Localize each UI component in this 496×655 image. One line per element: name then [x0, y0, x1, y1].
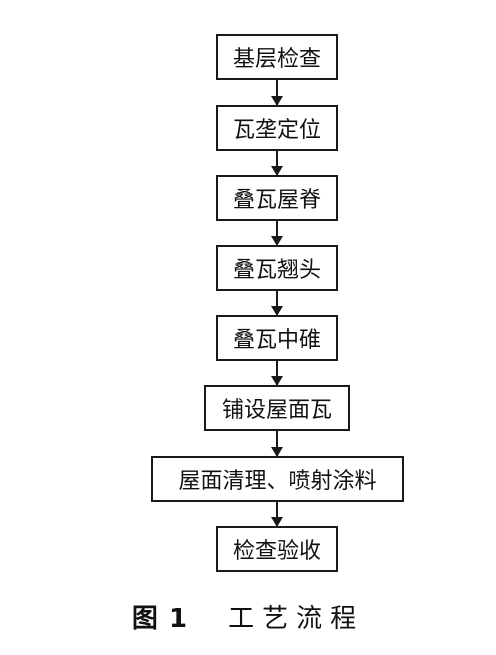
- step-clean-and-spray-coating: 屋面清理、喷射涂料: [151, 456, 404, 502]
- figure-label: 图 1: [131, 604, 189, 634]
- step-final-acceptance: 检查验收: [216, 526, 338, 572]
- step-tile-ridge-positioning: 瓦垄定位: [216, 105, 338, 151]
- flow-arrow: [271, 151, 283, 176]
- step-lay-roof-tiles: 铺设屋面瓦: [204, 385, 350, 431]
- flow-arrow: [271, 80, 283, 106]
- flow-arrow: [271, 431, 283, 457]
- flow-arrow: [271, 361, 283, 386]
- flow-arrow: [271, 221, 283, 246]
- flow-arrow: [271, 291, 283, 316]
- figure-title: 工艺流程: [228, 604, 365, 634]
- step-base-inspection: 基层检查: [216, 34, 338, 80]
- flow-arrow: [271, 502, 283, 527]
- step-stack-upturned-end: 叠瓦翘头: [216, 245, 338, 291]
- figure-caption: 图 1 工艺流程: [0, 598, 496, 635]
- step-stack-center: 叠瓦中碓: [216, 315, 338, 361]
- step-stack-roof-ridge: 叠瓦屋脊: [216, 175, 338, 221]
